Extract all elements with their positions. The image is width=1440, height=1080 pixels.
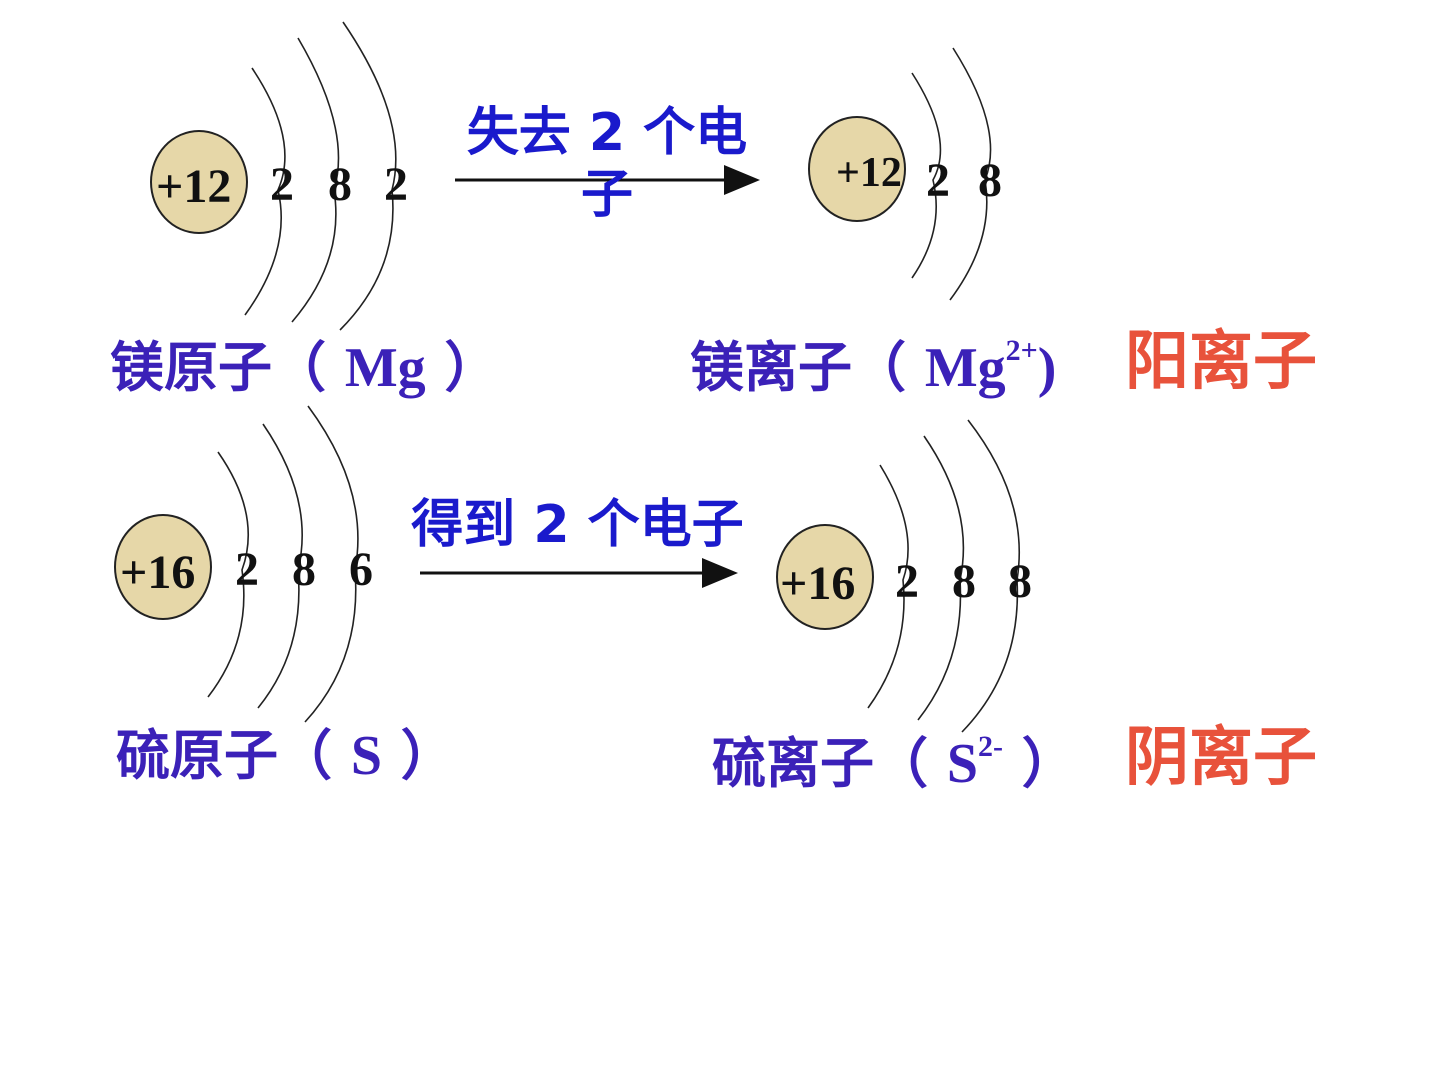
mg-ion-charge: +12 xyxy=(836,150,902,196)
mg-atom-shell-3 xyxy=(339,21,397,331)
mg-atom-label-symbol: Mg xyxy=(344,337,426,399)
s-atom-shell-3 xyxy=(304,405,359,723)
mg-atom-shell-1 xyxy=(244,67,286,316)
mg-atom-electrons-shell-1: 2 xyxy=(270,158,294,211)
mg-atom-electrons-shell-2: 8 xyxy=(328,158,352,211)
s-ion-type: 阴离子 xyxy=(1125,721,1317,795)
s-atom-electrons-shell-1: 2 xyxy=(235,543,259,596)
s-atom-label-prefix: 硫原子（ xyxy=(116,724,351,787)
s-ion-charge: +16 xyxy=(780,557,856,610)
mg-ion-electrons-shell-1: 2 xyxy=(926,154,950,207)
mg-atom-label: 镁原子（ Mg ） xyxy=(110,340,498,396)
s-ion-label: 硫离子（ S2- ） xyxy=(712,732,1076,795)
s-atom-shell-1 xyxy=(207,451,250,698)
s-atom-shell-2 xyxy=(257,423,303,709)
s-ion-label-charge: 2- xyxy=(977,730,1003,763)
mg-atom-nucleus xyxy=(150,130,248,234)
s-atom-label-suffix: ） xyxy=(381,724,455,787)
mg-ion-nucleus xyxy=(808,116,906,222)
s-atom-electrons-shell-2: 8 xyxy=(292,543,316,596)
mg-ion-label-suffix: ) xyxy=(1037,337,1057,399)
s-atom-nucleus xyxy=(114,514,212,620)
mg-ion-shell-2 xyxy=(949,47,992,301)
mg-ion-label-prefix: 镁离子（ xyxy=(690,336,925,399)
s-ion-label-prefix: 硫离子（ xyxy=(712,732,947,795)
s-ion-label-symbol: S xyxy=(946,733,978,795)
s-ion-electrons-shell-1: 2 xyxy=(895,555,919,608)
mg-ion-shells xyxy=(911,47,992,301)
s-process-text: 得到 2 个电子 xyxy=(411,495,744,555)
mg-process-text: 失去 2 个电子 xyxy=(466,103,748,225)
s-ion-nucleus xyxy=(776,524,874,630)
s-ion-shell-3 xyxy=(961,419,1020,733)
s-ion-electrons-shell-2: 8 xyxy=(952,555,976,608)
mg-atom-label-prefix: 镁原子（ xyxy=(110,336,345,399)
s-atom-electrons-shell-3: 6 xyxy=(349,543,373,596)
s-atom-label-symbol: S xyxy=(350,725,382,787)
mg-ion-electrons-shell-2: 8 xyxy=(978,154,1002,207)
s-ion-shells xyxy=(867,419,1020,733)
mg-ion-label-symbol: Mg xyxy=(924,337,1006,399)
mg-ion-label: 镁离子（ Mg2+) xyxy=(690,336,1057,399)
mg-ion-shell-1 xyxy=(911,72,942,279)
mg-atom-charge: +12 xyxy=(156,160,232,213)
s-ion-electrons-shell-3: 8 xyxy=(1008,555,1032,608)
s-ion-shell-1 xyxy=(867,464,909,709)
s-atom-charge: +16 xyxy=(120,546,196,599)
s-ion-shell-2 xyxy=(917,435,965,721)
mg-ion-label-charge: 2+ xyxy=(1005,334,1038,367)
s-atom-shells xyxy=(207,405,359,723)
mg-atom-label-suffix: ） xyxy=(425,336,499,399)
mg-atom-shell-2 xyxy=(291,37,340,323)
mg-atom-shells xyxy=(244,21,397,331)
s-atom-label: 硫原子（ S ） xyxy=(116,728,455,784)
s-ion-label-suffix: ） xyxy=(1002,732,1076,795)
mg-ion-type: 阳离子 xyxy=(1125,325,1317,399)
mg-atom-electrons-shell-3: 2 xyxy=(384,158,408,211)
